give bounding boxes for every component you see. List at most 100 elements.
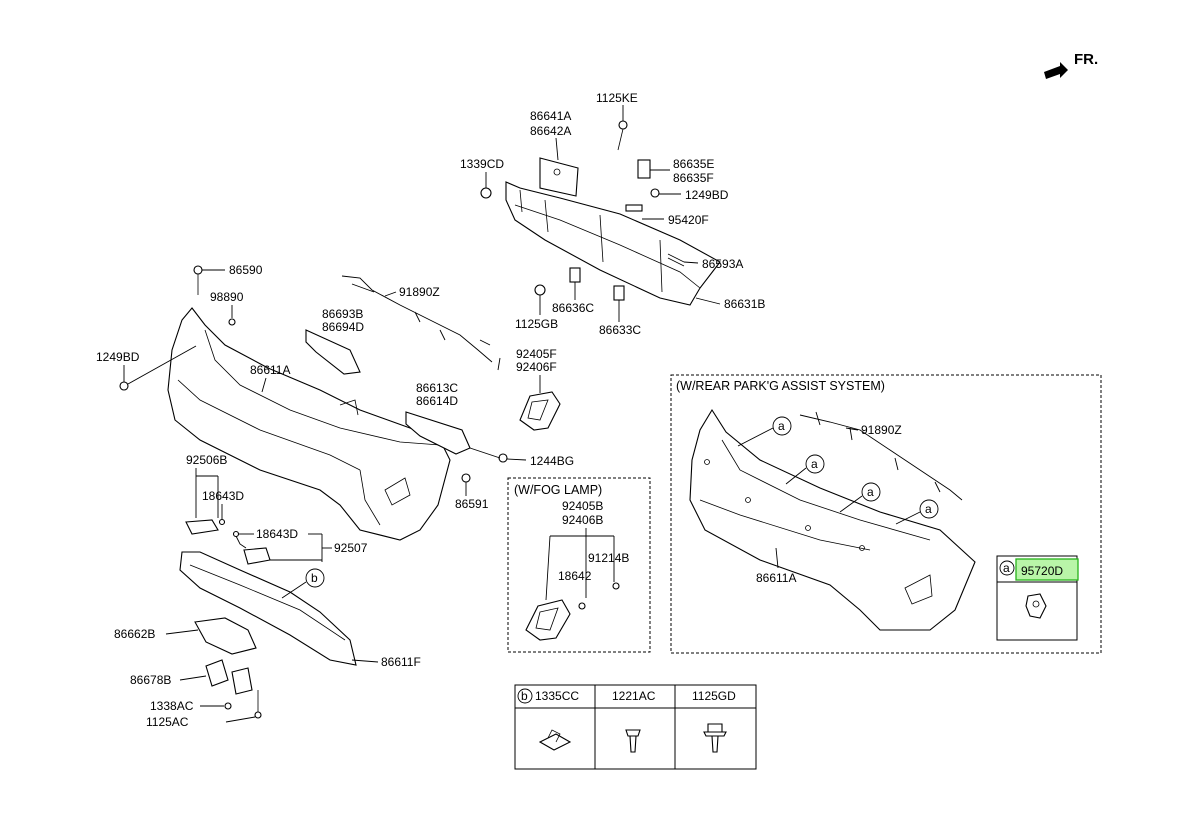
fastener-table: b 1335CC 1221AC 1125GD xyxy=(514,684,757,770)
park-assist-title: (W/REAR PARK'G ASSIST SYSTEM) xyxy=(676,379,885,393)
bolt-1249BD xyxy=(650,188,660,198)
bulb-18643D-b xyxy=(232,530,240,538)
license-lamp-92506B xyxy=(185,519,219,535)
callout-a-4 xyxy=(919,499,939,519)
label-86613C: 86613C xyxy=(416,381,458,395)
label-86635F: 86635F xyxy=(673,171,714,185)
label-18643D-a: 18643D xyxy=(202,489,244,503)
label-92406B: 92406B xyxy=(562,513,603,527)
socket-91214B xyxy=(612,582,620,590)
screw-1125KE xyxy=(618,120,628,130)
label-1125GB: 1125GB xyxy=(515,317,558,331)
pin-95420F xyxy=(625,204,643,212)
label-86633C: 86633C xyxy=(599,323,641,337)
spring-86593A xyxy=(667,253,685,267)
callout-b xyxy=(305,568,325,588)
park-assist-box: (W/REAR PARK'G ASSIST SYSTEM) a a a a 91… xyxy=(670,374,1102,654)
label-86635E: 86635E xyxy=(673,157,714,171)
label-86641A: 86641A xyxy=(530,109,571,123)
label-92507: 92507 xyxy=(334,541,368,555)
label-1125AC: 1125AC xyxy=(146,715,189,729)
sensor-tag xyxy=(999,560,1015,576)
screw-1221AC-icon xyxy=(625,729,641,737)
front-arrow-icon xyxy=(1044,62,1068,79)
label-1244BG: 1244BG xyxy=(530,454,574,468)
bracket-86636C xyxy=(569,267,581,283)
callout-a-1 xyxy=(772,416,792,436)
nut-1338AC xyxy=(224,702,232,710)
label-86611A-park: 86611A xyxy=(756,571,796,585)
fastener-col-1: 1335CC xyxy=(535,689,579,703)
label-1249BD-left: 1249BD xyxy=(96,350,140,364)
wiring-harness-park-assist xyxy=(799,411,963,501)
bolt-1249BD-left xyxy=(119,381,129,391)
bracket-86613C xyxy=(405,411,471,455)
label-95420F: 95420F xyxy=(668,213,709,227)
label-18642: 18642 xyxy=(558,569,592,583)
fastener-tag xyxy=(517,688,533,704)
label-1125KE: 1125KE xyxy=(596,91,638,105)
bumper-beam-86631B xyxy=(505,181,721,306)
label-86642A: 86642A xyxy=(530,124,571,138)
label-18643D-b: 18643D xyxy=(256,527,298,541)
label-86593A: 86593A xyxy=(702,257,743,271)
wiring-harness-91890Z xyxy=(341,275,501,371)
screw-86591 xyxy=(461,473,471,483)
callout-a-2 xyxy=(805,454,825,474)
label-86693B: 86693B xyxy=(322,307,363,321)
fastener-col-2: 1221AC xyxy=(612,689,656,703)
label-86591: 86591 xyxy=(455,497,489,511)
lower-garnish-86611F xyxy=(179,551,357,666)
bolt-1125AC xyxy=(254,711,262,719)
clip-98890 xyxy=(228,318,236,326)
label-1249BD-top: 1249BD xyxy=(685,188,729,202)
fog-lamp-92405B xyxy=(525,599,571,641)
fog-lamp-box: (W/FOG LAMP) 92405B 92406B 91214B 18642 xyxy=(507,477,651,653)
label-1338AC: 1338AC xyxy=(150,699,194,713)
license-lamp-92507 xyxy=(243,547,271,565)
label-86590: 86590 xyxy=(229,263,263,277)
bumper-cover-park-assist xyxy=(689,408,976,631)
clip-nut-1335CC-icon xyxy=(538,733,572,751)
label-86614D: 86614D xyxy=(416,394,458,408)
label-91890Z: 91890Z xyxy=(399,285,440,299)
label-86694D: 86694D xyxy=(322,320,364,334)
screw-1244BG xyxy=(498,453,508,463)
label-92405F: 92405F xyxy=(516,347,557,361)
clip-86635E xyxy=(637,159,651,179)
label-98890: 98890 xyxy=(210,290,244,304)
sensor-part-number[interactable]: 95720D xyxy=(1021,564,1063,578)
bulb-18643D-a xyxy=(218,518,226,526)
callout-a-1-letter: a xyxy=(778,419,785,433)
bracket-86662B xyxy=(194,617,257,655)
label-1339CD: 1339CD xyxy=(460,157,504,171)
label-86662B: 86662B xyxy=(114,627,155,641)
callout-b-letter: b xyxy=(311,571,318,585)
bumper-cover-group xyxy=(119,265,561,541)
label-91890Z-park: 91890Z xyxy=(861,423,902,437)
label-91214B: 91214B xyxy=(588,551,629,565)
bracket-86678B xyxy=(205,659,229,687)
fog-lamp-title: (W/FOG LAMP) xyxy=(514,483,602,497)
bulb-18642 xyxy=(578,602,586,610)
label-92506B: 92506B xyxy=(186,453,227,467)
callout-a-3 xyxy=(861,482,881,502)
screw-86590 xyxy=(193,265,203,275)
bumper-beam-group xyxy=(480,120,721,306)
bracket-86693B xyxy=(305,329,361,375)
bumper-cover-86611A xyxy=(167,307,451,541)
sensor-box xyxy=(996,555,1078,641)
label-86611A: 86611A xyxy=(250,363,290,377)
fastener-tag-letter: b xyxy=(521,689,528,703)
lower-parts-group: b xyxy=(179,518,357,719)
bolt-1125GD-icon xyxy=(707,723,723,733)
label-86636C: 86636C xyxy=(552,301,594,315)
bolt-1125GB xyxy=(534,284,546,296)
front-label: FR. xyxy=(1074,51,1098,68)
sensor-95720D-icon xyxy=(1025,593,1047,619)
fastener-col-3: 1125GD xyxy=(692,689,736,703)
sensor-part-highlight[interactable] xyxy=(1015,558,1079,581)
nut-1339CD xyxy=(480,187,492,199)
label-86678B: 86678B xyxy=(130,673,171,687)
